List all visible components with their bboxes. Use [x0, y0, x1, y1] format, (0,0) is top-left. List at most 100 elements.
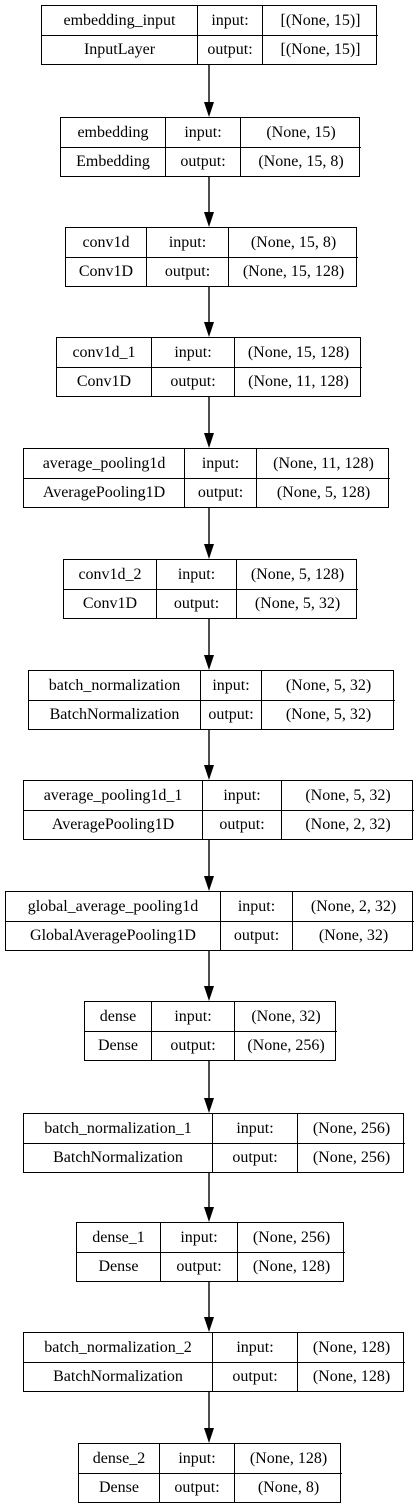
layer-name: conv1d_2 — [78, 565, 142, 583]
layer-name: conv1d_1 — [72, 343, 136, 361]
layer-type: InputLayer — [42, 35, 197, 64]
layer-type: AveragePooling1D — [24, 810, 202, 839]
output-shape: (None, 2, 32) — [281, 810, 414, 839]
output-shape: (None, 128) — [297, 1362, 405, 1391]
arrowhead-icon — [204, 433, 214, 448]
output-label: output: — [160, 1252, 237, 1281]
input-shape: (None, 32) — [234, 1002, 337, 1031]
output-shape: (None, 11, 128) — [234, 367, 362, 396]
input-shape: (None, 15) — [240, 118, 361, 147]
arrowhead-icon — [204, 1098, 214, 1113]
input-label: input: — [165, 118, 240, 147]
layer-type: Dense — [79, 1473, 159, 1502]
output-shape: (None, 256) — [234, 1031, 337, 1060]
layer-type: Conv1D — [57, 367, 151, 396]
input-shape: (None, 5, 128) — [236, 560, 358, 589]
input-label: input: — [151, 338, 234, 367]
output-label: output: — [165, 147, 240, 176]
layer-name: dense_1 — [92, 1228, 145, 1246]
layer-name: conv1d — [82, 233, 130, 251]
output-shape: (None, 128) — [237, 1252, 345, 1281]
input-shape: (None, 11, 128) — [256, 449, 390, 478]
layer-name: average_pooling1d — [42, 454, 166, 472]
output-label: output: — [156, 589, 236, 618]
layer-name: batch_normalization_1 — [44, 1119, 192, 1137]
output-label: output: — [151, 1031, 234, 1060]
input-label: input: — [146, 228, 228, 257]
layer-type: GlobalAveragePooling1D — [6, 921, 220, 950]
arrowhead-icon — [204, 544, 214, 559]
layer-name: dense_2 — [92, 1449, 146, 1467]
input-label: input: — [212, 1333, 297, 1362]
input-shape: (None, 256) — [297, 1114, 405, 1143]
layer-type: Embedding — [61, 147, 165, 176]
output-label: output: — [184, 478, 256, 507]
layer-name: global_average_pooling1d — [27, 897, 199, 915]
arrowhead-icon — [204, 876, 214, 891]
layer-type: AveragePooling1D — [24, 478, 184, 507]
output-label: output: — [151, 367, 234, 396]
output-shape: (None, 15, 8) — [240, 147, 361, 176]
layer-node-global-average-pooling1d: global_average_pooling1d input:(None, 2, … — [5, 891, 414, 951]
input-shape: (None, 5, 32) — [281, 781, 414, 810]
layer-type: BatchNormalization — [24, 1143, 212, 1172]
layer-name: embedding — [77, 123, 149, 141]
arrowhead-icon — [204, 1317, 214, 1332]
arrowhead-icon — [204, 986, 214, 1001]
arrowhead-icon — [204, 322, 214, 337]
input-label: input: — [159, 1444, 234, 1473]
layer-node-batch-normalization-1: batch_normalization_1 input:(None, 256) Ba… — [23, 1113, 405, 1173]
input-shape: (None, 15, 8) — [228, 228, 358, 257]
layer-type: Conv1D — [66, 257, 146, 286]
layer-type: BatchNormalization — [29, 700, 200, 729]
layer-name: dense — [99, 1007, 137, 1025]
input-label: input: — [200, 671, 261, 700]
layer-type: Conv1D — [64, 589, 156, 618]
layer-type: Dense — [85, 1031, 151, 1060]
input-shape: (None, 5, 32) — [261, 671, 395, 700]
input-label: input: — [156, 560, 236, 589]
arrowhead-icon — [204, 765, 214, 780]
output-shape: (None, 15, 128) — [228, 257, 358, 286]
output-label: output: — [197, 35, 262, 64]
layer-name: batch_normalization — [48, 676, 181, 694]
output-shape: (None, 5, 32) — [261, 700, 395, 729]
layer-node-batch-normalization: batch_normalization input:(None, 5, 32) Ba… — [28, 670, 395, 730]
output-shape: (None, 8) — [234, 1473, 342, 1502]
output-label: output: — [200, 700, 261, 729]
arrowhead-icon — [204, 212, 214, 227]
output-label: output: — [212, 1143, 297, 1172]
output-shape: [(None, 15)] — [262, 35, 378, 64]
input-label: input: — [197, 6, 262, 35]
output-shape: (None, 5, 32) — [236, 589, 358, 618]
input-label: input: — [212, 1114, 297, 1143]
output-label: output: — [146, 257, 228, 286]
output-label: output: — [159, 1473, 234, 1502]
arrowhead-icon — [204, 1428, 214, 1443]
input-shape: (None, 128) — [234, 1444, 342, 1473]
input-shape: (None, 2, 32) — [292, 892, 414, 921]
output-shape: (None, 32) — [292, 921, 414, 950]
input-label: input: — [220, 892, 292, 921]
input-label: input: — [160, 1223, 237, 1252]
input-label: input: — [151, 1002, 234, 1031]
input-shape: (None, 256) — [237, 1223, 345, 1252]
layer-type: BatchNormalization — [24, 1362, 212, 1391]
arrowhead-icon — [204, 655, 214, 670]
input-shape: (None, 15, 128) — [234, 338, 362, 367]
output-label: output: — [220, 921, 292, 950]
output-shape: (None, 256) — [297, 1143, 405, 1172]
layer-name: average_pooling1d_1 — [43, 786, 183, 804]
output-label: output: — [202, 810, 281, 839]
